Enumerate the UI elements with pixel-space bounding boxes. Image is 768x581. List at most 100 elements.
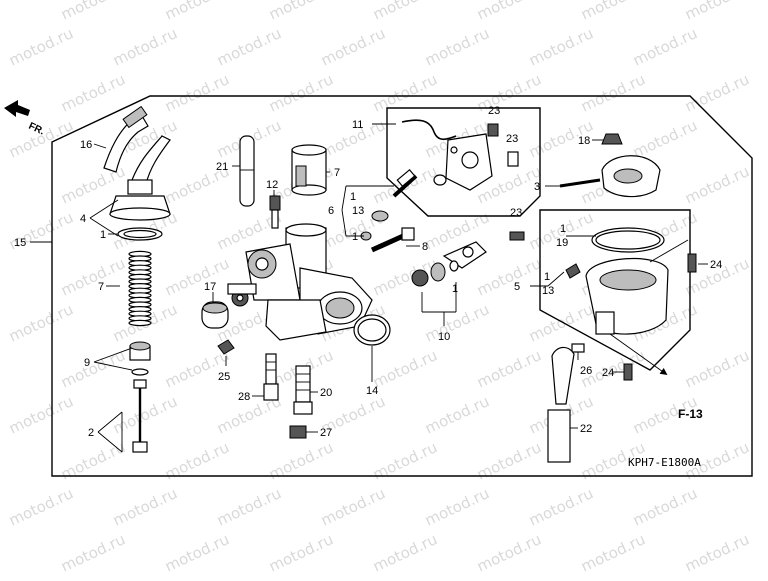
part-21-pin-rod — [239, 135, 255, 207]
watermark-text: motod.ru — [266, 438, 336, 483]
watermark-text: motod.ru — [474, 438, 544, 483]
watermark-text: motod.ru — [526, 300, 596, 345]
watermark-text: motod.ru — [58, 0, 128, 24]
watermark-text: motod.ru — [422, 484, 492, 529]
watermark-text: motod.ru — [578, 70, 648, 115]
callout-1-c: 1 — [352, 231, 358, 243]
watermark-text: motod.ru — [266, 0, 336, 24]
part-14-gasket — [353, 314, 391, 346]
callout-15: 15 — [14, 237, 26, 249]
callout-19: 19 — [556, 237, 568, 249]
watermark-text: motod.ru — [266, 70, 336, 115]
watermark-text: motod.ru — [474, 70, 544, 115]
watermark-text: motod.ru — [578, 0, 648, 24]
watermark-text: motod.ru — [266, 530, 336, 575]
part-23-screw-a — [487, 123, 499, 137]
part-24-bolt-upper — [687, 253, 697, 273]
callout-27: 27 — [320, 427, 332, 439]
watermark-text: motod.ru — [630, 24, 700, 69]
watermark-text: motod.ru — [682, 346, 752, 391]
watermark-text: motod.ru — [370, 70, 440, 115]
callout-11: 11 — [352, 119, 363, 131]
part-23-screw-b — [507, 151, 519, 167]
part-9-adjuster — [129, 341, 151, 376]
part-26-clamp — [571, 343, 585, 353]
watermark-text: motod.ru — [682, 530, 752, 575]
watermark-text: motod.ru — [578, 530, 648, 575]
subframe-11 — [386, 107, 541, 217]
watermark-text: motod.ru — [58, 438, 128, 483]
part-16-elbow-fitting — [103, 105, 149, 173]
watermark-text: motod.ru — [214, 484, 284, 529]
callout-24-upper: 24 — [710, 259, 722, 271]
watermark-text: motod.ru — [6, 484, 76, 529]
callout-1-d: 1 — [452, 283, 458, 295]
callout-1-b: 1 — [350, 191, 356, 203]
watermark-text: motod.ru — [162, 0, 232, 24]
part-2-jet-needle — [132, 379, 148, 453]
part-23-screw-c — [509, 231, 525, 241]
callout-14: 14 — [366, 385, 378, 397]
callout-23-b: 23 — [506, 133, 518, 145]
callout-9: 9 — [84, 357, 90, 369]
part-19-o-ring — [591, 227, 665, 253]
watermark-text: motod.ru — [162, 438, 232, 483]
part-6-air-screw — [392, 168, 418, 198]
callout-1-f: 1 — [544, 271, 550, 283]
callout-26: 26 — [580, 365, 592, 377]
callout-18: 18 — [578, 135, 590, 147]
watermark-text: motod.ru — [110, 484, 180, 529]
watermark-text: motod.ru — [682, 70, 752, 115]
part-3-float — [559, 155, 661, 198]
watermark-text: motod.ru — [318, 24, 388, 69]
carburetor-body — [227, 223, 373, 341]
watermark-text: motod.ru — [6, 24, 76, 69]
part-12-sensor — [269, 195, 281, 229]
watermark-text: motod.ru — [370, 0, 440, 24]
watermark-text: motod.ru — [682, 0, 752, 24]
callout-1-e: 1 — [560, 223, 566, 235]
callout-28: 28 — [238, 391, 250, 403]
part-5-float-chamber — [565, 257, 669, 335]
part-22-drain-tube — [547, 346, 575, 463]
watermark-text: motod.ru — [162, 530, 232, 575]
diagram-code: KPH7-E1800A — [628, 456, 701, 469]
watermark-text: motod.ru — [6, 116, 76, 161]
watermark-text: motod.ru — [422, 392, 492, 437]
watermark-text: motod.ru — [214, 24, 284, 69]
callout-22: 22 — [580, 423, 592, 435]
callout-25: 25 — [218, 371, 230, 383]
front-direction-indicator: FR. — [4, 100, 46, 138]
callout-8: 8 — [422, 241, 428, 253]
callout-16: 16 — [80, 139, 92, 151]
watermark-text: motod.ru — [474, 0, 544, 24]
watermark-text: motod.ru — [474, 530, 544, 575]
callout-12: 12 — [266, 179, 278, 191]
watermark-text: motod.ru — [6, 300, 76, 345]
callout-5: 5 — [514, 281, 520, 293]
part-13-spring-small — [360, 210, 389, 241]
watermark-text: motod.ru — [474, 254, 544, 299]
part-28-main-jet — [263, 353, 279, 401]
spring-coil — [128, 319, 152, 327]
figure-reference: F-13 — [678, 407, 703, 421]
watermark-text: motod.ru — [526, 24, 596, 69]
callout-13-a: 13 — [352, 205, 364, 217]
diagram-frame — [51, 95, 753, 477]
watermark-text: motod.ru — [58, 530, 128, 575]
part-4-choke-cap — [109, 135, 171, 221]
callout-1-left: 1 — [100, 229, 106, 241]
callout-23-a: 23 — [488, 105, 500, 117]
part-11-switch-assembly — [401, 119, 493, 191]
watermark-text: motod.ru — [682, 162, 752, 207]
part-10-pilot-set — [411, 241, 487, 287]
callout-3: 3 — [534, 181, 540, 193]
part-27-plug-screw — [289, 425, 307, 439]
callout-13-b: 13 — [542, 285, 554, 297]
watermark-text: motod.ru — [370, 346, 440, 391]
callout-6: 6 — [328, 205, 334, 217]
callout-24-lower: 24 — [602, 367, 614, 379]
callout-17: 17 — [204, 281, 216, 293]
callout-2: 2 — [88, 427, 94, 439]
